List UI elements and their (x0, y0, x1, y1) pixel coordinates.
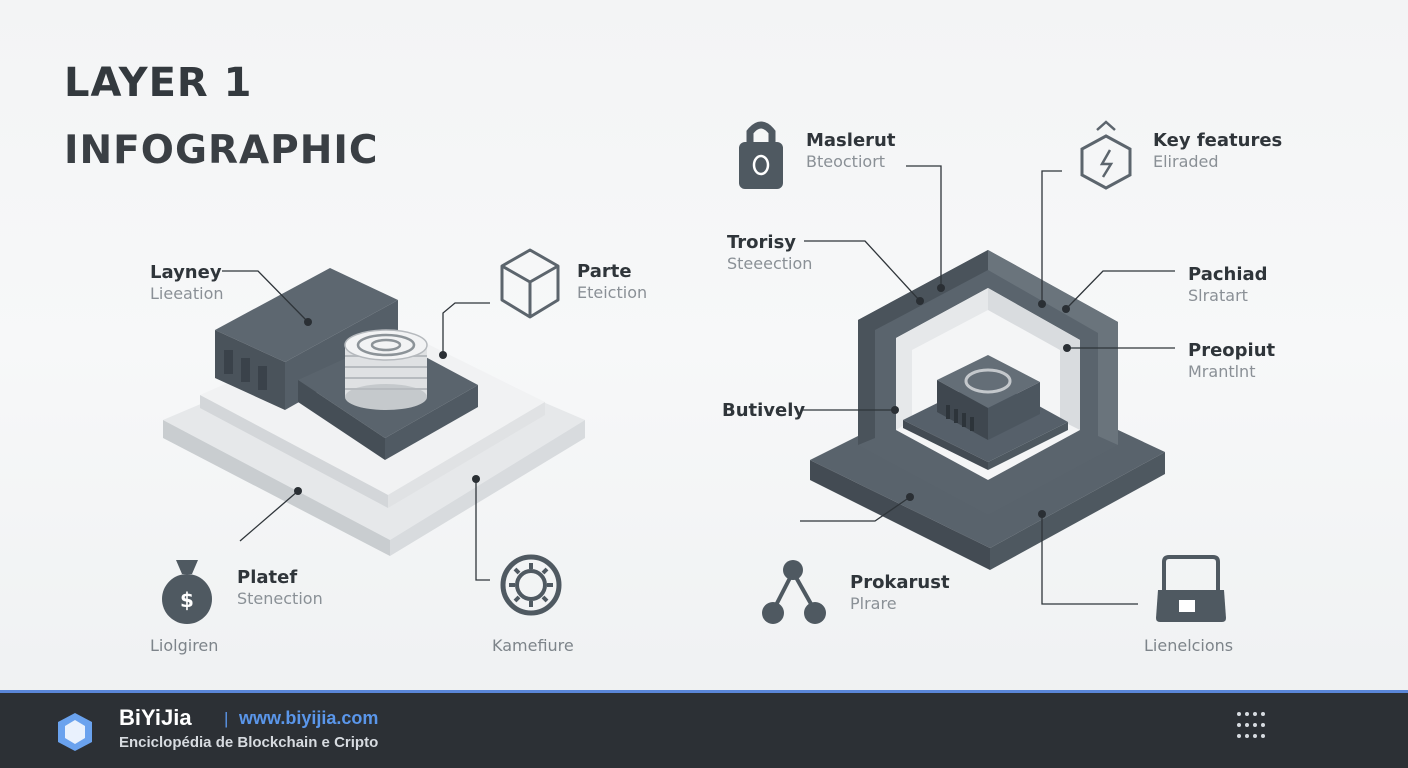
label-title: Parte (577, 261, 632, 282)
label-platef: Platef Stenection (237, 566, 323, 610)
label-layney: Layney Lieeation (150, 261, 224, 305)
svg-text:$: $ (180, 588, 194, 612)
label-title: Maslerut (806, 130, 896, 151)
left-anchor-dot (472, 475, 480, 483)
label-title: Key features (1153, 130, 1283, 151)
label-subtitle: Mrantlnt (1188, 362, 1256, 382)
network-icon (762, 560, 826, 624)
footer-url-link[interactable]: www.biyijia.com (239, 708, 379, 728)
right-anchor-dot (937, 284, 945, 292)
label-butively: Butively (722, 400, 806, 421)
label-subtitle: Eliraded (1153, 152, 1219, 172)
page-title-line1: LAYER 1 (64, 60, 253, 106)
label-title: Trorisy (727, 232, 797, 253)
label-subtitle: Plrare (850, 594, 897, 614)
hexagon-lightning-icon (1080, 120, 1132, 190)
label-subtitle: Lieeation (150, 284, 224, 304)
label-subtitle: Slratart (1188, 286, 1248, 306)
right-anchor-dot (891, 406, 899, 414)
right-leader-lines (800, 165, 1175, 605)
right-anchor-dot (1038, 300, 1046, 308)
grid-menu-icon[interactable] (1236, 711, 1266, 741)
hexagon-logo-icon (58, 713, 92, 751)
right-anchor-dot (1038, 510, 1046, 518)
gear-icon (500, 554, 562, 616)
label-subtitle: Bteoctiort (806, 152, 886, 172)
label-title: Preopiut (1188, 340, 1276, 361)
label-maslerut: Maslerut Bteoctiort (806, 129, 895, 173)
page-title-line2: INFOGRAPHIC (64, 128, 379, 173)
label-title: Platef (237, 567, 298, 588)
label-title: Pachiad (1188, 264, 1268, 285)
bottom-label-kamefiure: Kamefiure (492, 636, 574, 655)
label-key-features: Key features Eliraded (1153, 129, 1282, 173)
left-anchor-dot (294, 487, 302, 495)
label-subtitle: Eteiction (577, 283, 648, 303)
label-subtitle: Steeection (727, 254, 813, 274)
label-parte: Parte Eteiction (577, 260, 647, 304)
footer-separator: | (224, 709, 229, 728)
right-anchor-dot (1062, 305, 1070, 313)
label-prokarust: Prokarust Plrare (850, 571, 950, 615)
money-bag-icon: $ (162, 560, 212, 624)
coin-stack-icon (344, 329, 428, 410)
label-pachiad: Pachiad Slratart (1188, 263, 1268, 307)
footer-bar: BiYiJia | www.biyijia.com Enciclopédia d… (0, 690, 1408, 768)
left-anchor-dot (304, 318, 312, 326)
label-title: Layney (150, 262, 222, 283)
label-subtitle: Stenection (237, 589, 323, 609)
padlock-icon (739, 121, 783, 189)
cube-icon (500, 248, 560, 319)
label-preopiut: Preopiut Mrantlnt (1188, 339, 1275, 383)
diagram-canvas: $ (162, 120, 1226, 624)
right-anchor-dot (906, 493, 914, 501)
label-title: Prokarust (850, 572, 950, 593)
right-anchor-dot (1063, 344, 1071, 352)
label-trorisy: Trorisy Steeection (727, 231, 812, 275)
right-vault-structure (810, 250, 1165, 570)
left-anchor-dot (439, 351, 447, 359)
bottom-label-lienelcions: Lienelcions (1144, 636, 1234, 655)
right-anchor-dot (916, 297, 924, 305)
footer-tagline: Enciclopédia de Blockchain e Cripto (119, 734, 379, 751)
bottom-label-liolgiren: Liolgiren (150, 636, 219, 655)
left-leader-lines (222, 270, 490, 581)
laptop-icon (1156, 555, 1226, 622)
footer-brand: BiYiJia (119, 705, 192, 730)
